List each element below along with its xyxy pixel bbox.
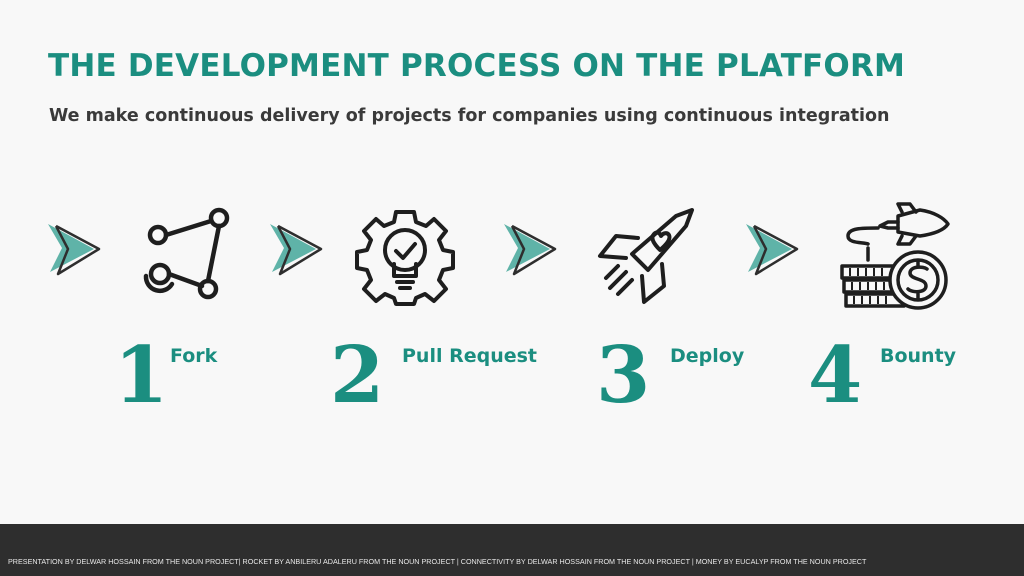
slide-subtitle: We make continuous delivery of projects … (49, 106, 890, 126)
step-label-pull-request: Pull Request (402, 345, 538, 367)
money-rocket-icon (840, 202, 950, 310)
step-number: 4 (808, 330, 863, 421)
slide-title: THE DEVELOPMENT PROCESS ON THE PLATFORM (48, 48, 906, 84)
step-label-bounty: Bounty (880, 345, 957, 367)
step-number: 2 (330, 330, 385, 421)
lightbulb-gear-icon (355, 210, 455, 306)
chevron-arrow-icon (48, 224, 101, 276)
chevron-arrow-icon (270, 224, 323, 276)
footer-credits: PRESENTATION BY DELWAR HOSSAIN FROM THE … (8, 557, 867, 566)
chevron-arrow-icon (504, 224, 557, 276)
step-label-deploy: Deploy (670, 345, 745, 367)
footer-bar: PRESENTATION BY DELWAR HOSSAIN FROM THE … (0, 524, 1024, 576)
step-number: 1 (114, 330, 169, 421)
step-label-fork: Fork (170, 345, 218, 367)
rocket-icon (598, 208, 694, 304)
chevron-arrow-icon (746, 224, 799, 276)
fork-icon (143, 207, 230, 300)
step-number: 3 (596, 330, 651, 421)
